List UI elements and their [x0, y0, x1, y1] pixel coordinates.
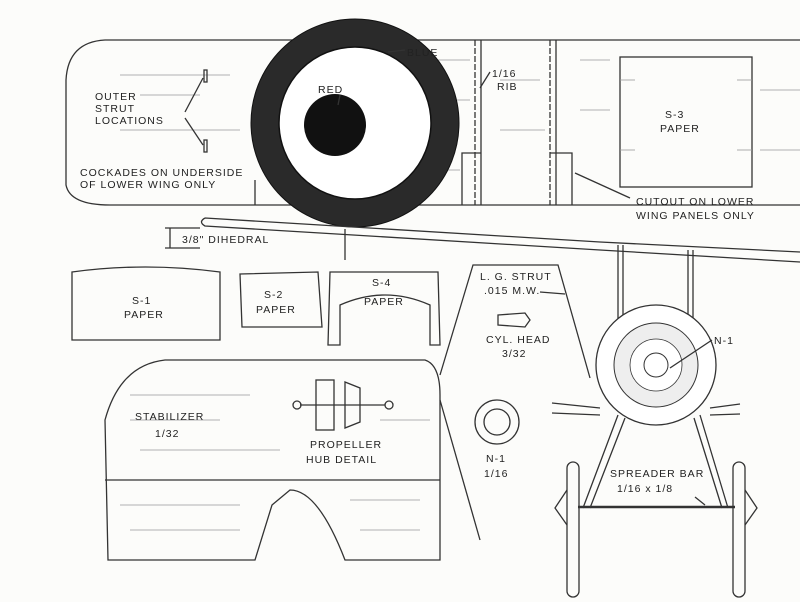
label-propeller: PROPELLER	[310, 439, 382, 451]
strut-slot	[203, 139, 208, 153]
label-s3-2: PAPER	[660, 123, 700, 135]
part-s3: S-3 PAPER	[619, 56, 753, 188]
label-s3: S-3	[665, 109, 684, 121]
lg-strut	[439, 264, 591, 541]
label-spreader: SPREADER BAR	[610, 468, 704, 480]
front-view	[551, 245, 758, 598]
label-s2: S-2	[264, 289, 283, 301]
dihedral-view	[165, 217, 800, 263]
stabilizer	[104, 359, 441, 561]
label-stabilizer-2: 1/32	[155, 428, 179, 440]
part-s4	[327, 271, 441, 346]
label-n1-part-2: 1/16	[484, 468, 508, 480]
label-cutout: CUTOUT ON LOWER	[636, 196, 754, 208]
label-cutout-2: WING PANELS ONLY	[636, 210, 755, 222]
label-lg-strut: L. G. STRUT	[480, 271, 552, 283]
label-cockades-2: OF LOWER WING ONLY	[80, 179, 216, 191]
wheel-left	[566, 461, 580, 598]
label-cyl-head: CYL. HEAD	[486, 334, 550, 346]
label-s1: S-1	[132, 295, 151, 307]
cockade	[250, 18, 460, 228]
label-dihedral: 3/8" DIHEDRAL	[182, 234, 269, 246]
wheel-right	[732, 461, 746, 598]
label-outer-strut-3: LOCATIONS	[95, 115, 164, 127]
label-n1-part: N-1	[486, 453, 506, 465]
label-spreader-2: 1/16 x 1/8	[617, 483, 673, 495]
label-s2-2: PAPER	[256, 304, 296, 316]
part-s1	[71, 266, 221, 341]
label-s4: S-4	[372, 277, 391, 289]
part-s2	[239, 271, 323, 328]
label-outer-strut-2: STRUT	[95, 103, 135, 115]
label-outer-strut: OUTER	[95, 91, 137, 103]
strut-slot	[203, 69, 208, 83]
cylinder-head	[497, 312, 531, 328]
label-s4-2: PAPER	[364, 296, 404, 308]
label-lg-strut-2: .015 M.W.	[484, 285, 540, 297]
cockade-red-center	[304, 94, 366, 156]
propeller-hub-icon	[292, 379, 394, 431]
label-cockades: COCKADES ON UNDERSIDE	[80, 167, 243, 179]
label-propeller-2: HUB DETAIL	[306, 454, 377, 466]
label-s1-2: PAPER	[124, 309, 164, 321]
label-blue: BLUE	[407, 47, 438, 59]
label-rib-2: RIB	[497, 81, 518, 93]
label-cyl-head-2: 3/32	[502, 348, 526, 360]
label-rib: 1/16	[492, 68, 516, 80]
label-n1-front: N-1	[714, 335, 734, 347]
label-red: RED	[318, 84, 343, 96]
part-n1	[474, 399, 520, 445]
label-stabilizer: STABILIZER	[135, 411, 204, 423]
